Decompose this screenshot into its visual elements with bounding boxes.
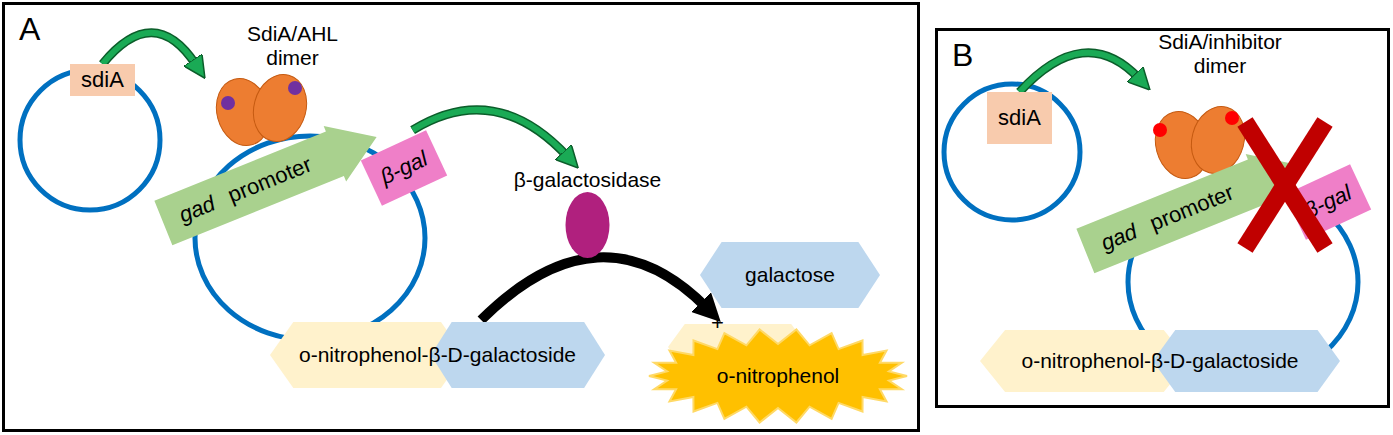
ligand-dot xyxy=(288,81,302,95)
curved-arrow xyxy=(481,257,707,320)
enzyme-shape xyxy=(566,192,610,258)
ligand-dot xyxy=(1153,123,1167,137)
gene-box: sdiA xyxy=(70,64,135,96)
gene-box: sdiA xyxy=(987,92,1052,144)
arrow-line xyxy=(1020,53,1140,92)
product-burst: o-nitrophenol xyxy=(648,322,908,422)
protein-dimer: SdiA/AHL dimer xyxy=(205,22,340,147)
molecule-label: o-nitrophenol-β-D-galactoside xyxy=(1021,349,1298,373)
arrow-outline xyxy=(1020,53,1140,92)
molecule-label: o-nitrophenol xyxy=(717,364,840,388)
arrow-line xyxy=(481,257,707,320)
enzyme-label: β-galactosidase xyxy=(495,168,680,192)
reporter-gene-box: β-gal xyxy=(361,130,447,206)
panel-letter: B xyxy=(952,37,973,74)
molecule-label: o-nitrophenol-β-D-galactoside xyxy=(299,343,576,367)
promoter-shape xyxy=(152,109,388,251)
substrate-molecule: o-nitrophenol-β-D-galactoside xyxy=(270,320,605,390)
arrow-line xyxy=(103,33,197,65)
arrow-outline xyxy=(413,110,568,156)
protein-subunit xyxy=(246,68,314,147)
arrow-line xyxy=(413,110,568,156)
gene-label: sdiA xyxy=(81,67,124,93)
sugar-shape xyxy=(700,242,880,308)
panel-letter: A xyxy=(19,11,40,48)
plus-sign: + xyxy=(711,310,724,336)
ligand-dot xyxy=(1225,111,1239,125)
gene-label: β-gal xyxy=(376,146,432,190)
block-cross xyxy=(1245,122,1325,248)
panel-frame: BsdiASdiA/inhibitor dimergadpromoterβ-ga… xyxy=(935,28,1390,408)
molecule-label: galactose xyxy=(745,263,835,287)
enzyme: β-galactosidase xyxy=(495,168,680,263)
block-cross xyxy=(1245,122,1325,248)
panel-frame: AsdiASdiA/AHL dimergadpromoterβ-galβ-gal… xyxy=(2,2,920,432)
curved-arrow xyxy=(413,110,568,156)
curved-arrow xyxy=(103,33,197,65)
dimer-heading: SdiA/inhibitor dimer xyxy=(1150,30,1290,78)
product-shape: galactose xyxy=(700,240,880,310)
gene-label: sdiA xyxy=(998,105,1041,131)
curved-arrow xyxy=(1020,53,1140,92)
plasmid-ring xyxy=(944,84,1080,220)
starburst xyxy=(649,330,907,423)
substrate-molecule: o-nitrophenol-β-D-galactoside xyxy=(980,328,1340,394)
dimer-heading: SdiA/AHL dimer xyxy=(245,22,340,70)
arrow-outline xyxy=(103,33,197,65)
ligand-dot xyxy=(221,96,235,110)
